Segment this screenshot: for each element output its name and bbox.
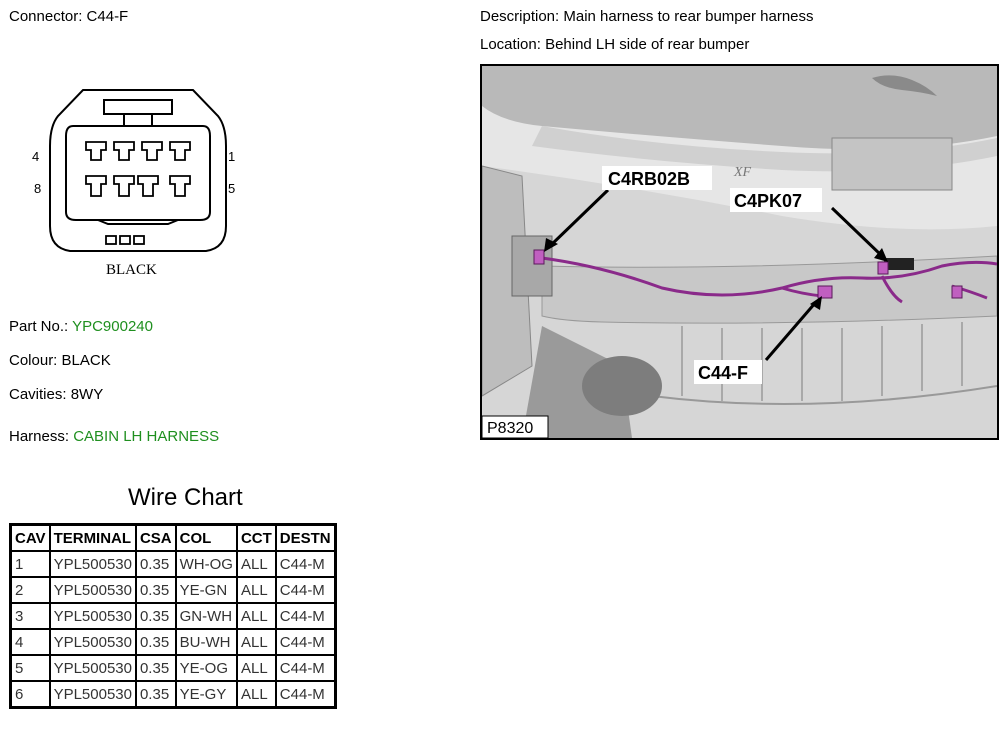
cell-csa: 0.35 — [134, 550, 177, 578]
cell-cct: ALL — [235, 680, 277, 709]
part-no-line: Part No.: YPC900240 — [9, 318, 153, 335]
c44f-connector — [817, 285, 833, 299]
table-row: 1 YPL500530 0.35 WH-OG ALL C44-M — [9, 550, 337, 578]
pin-label-1: 1 — [228, 149, 235, 164]
cell-terminal: YPL500530 — [48, 602, 137, 630]
cell-cct: ALL — [235, 602, 277, 630]
figure-id: P8320 — [487, 420, 533, 437]
harness-line: Harness: CABIN LH HARNESS — [9, 428, 219, 445]
description-label: Description: — [480, 8, 560, 25]
cell-col: YE-OG — [174, 654, 238, 682]
table-row: 4 YPL500530 0.35 BU-WH ALL C44-M — [9, 628, 337, 656]
header-destn: DESTN — [274, 523, 337, 552]
pin-label-8: 8 — [34, 181, 41, 196]
cavities-label: Cavities: — [9, 386, 67, 403]
location-photo: XF C4RB02B C4PK07 C44-F P8320 — [480, 64, 999, 440]
connector-line: Connector: C44-F — [9, 8, 128, 25]
connector-face-diagram: 4 8 1 5 BLACK — [28, 86, 248, 286]
cell-terminal: YPL500530 — [48, 576, 137, 604]
table-row: 6 YPL500530 0.35 YE-GY ALL C44-M — [9, 680, 337, 709]
cell-col: YE-GY — [174, 680, 238, 709]
wire-chart-title: Wire Chart — [128, 484, 243, 511]
cell-destn: C44-M — [274, 628, 337, 656]
header-csa: CSA — [134, 523, 177, 552]
table-row: 3 YPL500530 0.35 GN-WH ALL C44-M — [9, 602, 337, 630]
cell-destn: C44-M — [274, 680, 337, 709]
part-no-link[interactable]: YPC900240 — [72, 318, 153, 335]
table-row: 5 YPL500530 0.35 YE-OG ALL C44-M — [9, 654, 337, 682]
description-line: Description: Main harness to rear bumper… — [480, 8, 814, 25]
cell-cct: ALL — [235, 628, 277, 656]
callout-c44f: C44-F — [698, 363, 748, 383]
c4pk07-connector — [877, 261, 889, 275]
colour-line: Colour: BLACK — [9, 352, 111, 369]
location-line: Location: Behind LH side of rear bumper — [480, 36, 749, 53]
connector-label: Connector: — [9, 8, 83, 25]
part-no-label: Part No.: — [9, 318, 69, 335]
cell-csa: 0.35 — [134, 628, 177, 656]
colour-label: Colour: — [9, 352, 58, 369]
header-terminal: TERMINAL — [48, 523, 137, 552]
cavities-line: Cavities: 8WY — [9, 386, 103, 403]
cell-terminal: YPL500530 — [48, 550, 137, 578]
cell-destn: C44-M — [274, 550, 337, 578]
xf-badge: XF — [733, 165, 752, 180]
header-cav: CAV — [9, 523, 51, 552]
cell-cct: ALL — [235, 654, 277, 682]
location-illustration: XF C4RB02B C4PK07 C44-F P8320 — [482, 66, 997, 438]
connector-color-caption: BLACK — [106, 262, 157, 278]
cell-cav: 5 — [9, 654, 51, 682]
colour-value: BLACK — [61, 352, 111, 369]
cell-csa: 0.35 — [134, 680, 177, 709]
cell-cct: ALL — [235, 550, 277, 578]
wire-chart-table: CAV TERMINAL CSA COL CCT DESTN 1 YPL5005… — [9, 523, 337, 709]
cell-terminal: YPL500530 — [48, 654, 137, 682]
connector-value: C44-F — [86, 8, 129, 25]
cell-terminal: YPL500530 — [48, 628, 137, 656]
cavities-value: 8WY — [70, 386, 104, 403]
cell-destn: C44-M — [274, 602, 337, 630]
header-col: COL — [174, 523, 238, 552]
cell-cct: ALL — [235, 576, 277, 604]
cell-csa: 0.35 — [134, 654, 177, 682]
description-value: Main harness to rear bumper harness — [563, 8, 814, 25]
table-row: 2 YPL500530 0.35 YE-GN ALL C44-M — [9, 576, 337, 604]
cell-destn: C44-M — [274, 654, 337, 682]
cell-col: GN-WH — [174, 602, 238, 630]
cell-csa: 0.35 — [134, 576, 177, 604]
cell-cav: 4 — [9, 628, 51, 656]
cell-terminal: YPL500530 — [48, 680, 137, 709]
cell-cav: 1 — [9, 550, 51, 578]
cell-col: BU-WH — [174, 628, 238, 656]
cell-cav: 3 — [9, 602, 51, 630]
cell-destn: C44-M — [274, 576, 337, 604]
cell-col: WH-OG — [174, 550, 238, 578]
cell-csa: 0.35 — [134, 602, 177, 630]
harness-label: Harness: — [9, 428, 70, 445]
callout-c4pk07: C4PK07 — [734, 191, 802, 211]
c4rb02b-connector — [533, 249, 545, 265]
header-cct: CCT — [235, 523, 277, 552]
cell-col: YE-GN — [174, 576, 238, 604]
wire-chart-header-row: CAV TERMINAL CSA COL CCT DESTN — [9, 523, 337, 552]
harness-link[interactable]: CABIN LH HARNESS — [73, 428, 220, 445]
c4pk07-bracket — [884, 258, 914, 270]
connector-face-drawing: 4 8 1 5 BLACK — [32, 89, 235, 278]
cell-cav: 2 — [9, 576, 51, 604]
location-label: Location: — [480, 36, 541, 53]
location-value: Behind LH side of rear bumper — [545, 36, 750, 53]
callout-c4rb02b: C4RB02B — [608, 169, 690, 189]
pin-label-4: 4 — [32, 149, 39, 164]
cell-cav: 6 — [9, 680, 51, 709]
pin-label-5: 5 — [228, 181, 235, 196]
